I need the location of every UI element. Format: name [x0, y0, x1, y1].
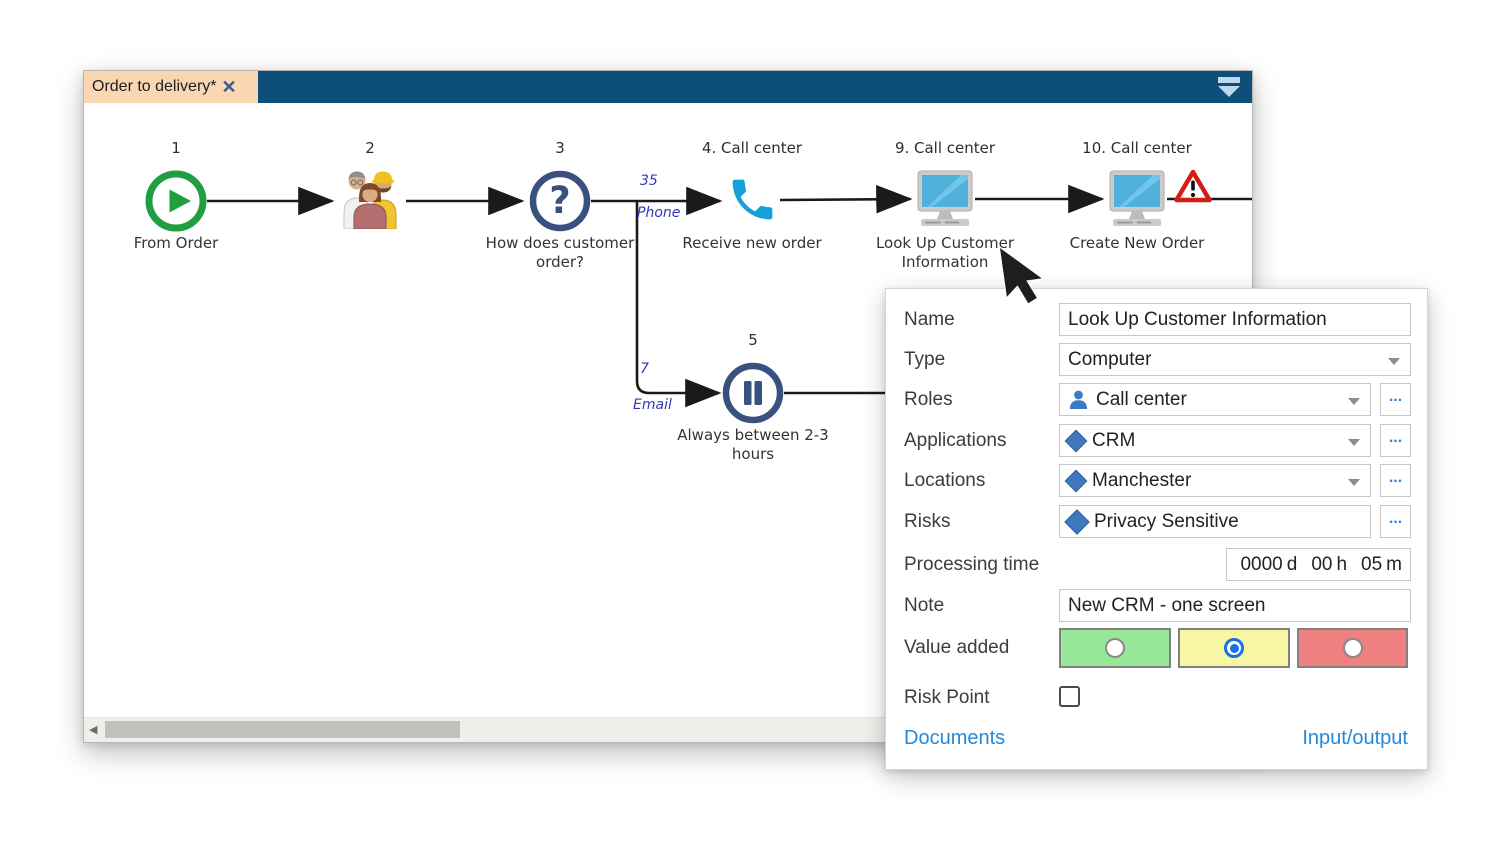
value-added-label: Value added: [904, 637, 1010, 658]
step-number: 3: [555, 139, 565, 157]
chevron-down-icon: [1388, 358, 1400, 365]
step-5-wait: 5: [658, 331, 848, 349]
value-added-green[interactable]: [1059, 628, 1171, 668]
input-output-link[interactable]: Input/output: [1302, 727, 1408, 749]
tab-title: Order to delivery*: [92, 78, 217, 95]
applications-more-button[interactable]: ...: [1380, 424, 1411, 457]
radio-red[interactable]: [1342, 638, 1363, 658]
risks-more-button[interactable]: ...: [1380, 505, 1411, 538]
diamond-icon: [1064, 469, 1088, 492]
documents-link[interactable]: Documents: [904, 727, 1006, 749]
step-number: 5: [748, 331, 758, 349]
step-label: Always between 2-3 hours: [677, 426, 829, 463]
chevron-down-icon: [1348, 439, 1360, 446]
diamond-icon: [1064, 429, 1088, 452]
step-number: 9. Call center: [894, 139, 996, 157]
locations-select[interactable]: Manchester: [1059, 464, 1371, 497]
step-number: 4. Call center: [701, 139, 803, 157]
computer-icon[interactable]: [915, 170, 975, 228]
computer-icon[interactable]: [1107, 170, 1167, 228]
chevron-down-icon: [1348, 398, 1360, 405]
step-4-receive-order: 4. Call center: [657, 139, 847, 157]
branch-count-phone: 35: [640, 173, 658, 189]
step-label: Receive new order: [682, 234, 822, 252]
applications-label: Applications: [904, 430, 1007, 451]
radio-yellow[interactable]: [1224, 638, 1244, 658]
step-label: Create New Order: [1069, 234, 1205, 252]
pause-icon[interactable]: [721, 361, 785, 425]
svg-text:?: ?: [549, 179, 570, 222]
scrollbar-thumb[interactable]: [105, 721, 460, 738]
value-added-red[interactable]: [1297, 628, 1408, 668]
risks-label: Risks: [904, 511, 951, 532]
branch-count-email: 7: [640, 361, 649, 377]
roles-more-button[interactable]: ...: [1380, 383, 1411, 416]
close-tab-icon[interactable]: ✕: [221, 77, 237, 97]
step-properties-panel: Name Type Computer Roles Call center ...…: [885, 288, 1428, 770]
value-added-yellow[interactable]: [1178, 628, 1290, 668]
radio-green[interactable]: [1105, 638, 1125, 658]
roles-label: Roles: [904, 389, 953, 410]
name-label: Name: [904, 309, 955, 330]
person-icon: [1069, 390, 1088, 410]
phone-icon[interactable]: [726, 173, 779, 226]
risk-point-checkbox[interactable]: [1059, 686, 1080, 707]
step-label: From Order: [133, 234, 219, 252]
step-number: 2: [365, 139, 375, 157]
step-1-start: 1: [84, 139, 271, 157]
locations-label: Locations: [904, 470, 986, 491]
step-3-question: 3: [465, 139, 655, 157]
chevron-down-icon: [1348, 479, 1360, 486]
note-label: Note: [904, 595, 945, 616]
step-number: 1: [171, 139, 181, 157]
step-2-roles: 2: [275, 139, 465, 157]
step-9-lookup-customer: 9. Call center: [850, 139, 1040, 157]
collapse-ribbon-icon[interactable]: [1218, 77, 1240, 97]
processing-time-label: Processing time: [904, 554, 1040, 575]
step-number: 10. Call center: [1082, 139, 1192, 157]
process-editor-window: Order to delivery* ✕: [83, 70, 1253, 743]
start-icon[interactable]: [144, 169, 208, 233]
roles-select[interactable]: Call center: [1059, 383, 1371, 416]
step-label: Look Up Customer Information: [875, 234, 1015, 271]
titlebar: Order to delivery* ✕: [84, 71, 1252, 103]
question-icon[interactable]: ?: [528, 169, 592, 233]
branch-channel-email: Email: [633, 397, 672, 413]
step-label: How does customer order?: [485, 234, 635, 271]
diamond-icon: [1064, 508, 1090, 535]
risks-field[interactable]: Privacy Sensitive: [1059, 505, 1371, 538]
note-input[interactable]: [1059, 589, 1411, 622]
applications-select[interactable]: CRM: [1059, 424, 1371, 457]
type-label: Type: [904, 349, 946, 370]
type-select[interactable]: Computer: [1059, 343, 1411, 376]
name-input[interactable]: [1059, 303, 1411, 336]
risk-point-label: Risk Point: [904, 687, 990, 708]
scroll-left-icon[interactable]: ◀: [89, 724, 98, 736]
tab-order-to-delivery[interactable]: Order to delivery* ✕: [84, 71, 258, 103]
step-10-create-order: 10. Call center: [1042, 139, 1232, 157]
people-icon[interactable]: [340, 167, 400, 229]
branch-channel-phone: Phone: [637, 205, 681, 221]
locations-more-button[interactable]: ...: [1380, 464, 1411, 497]
warning-icon: [1174, 169, 1212, 203]
